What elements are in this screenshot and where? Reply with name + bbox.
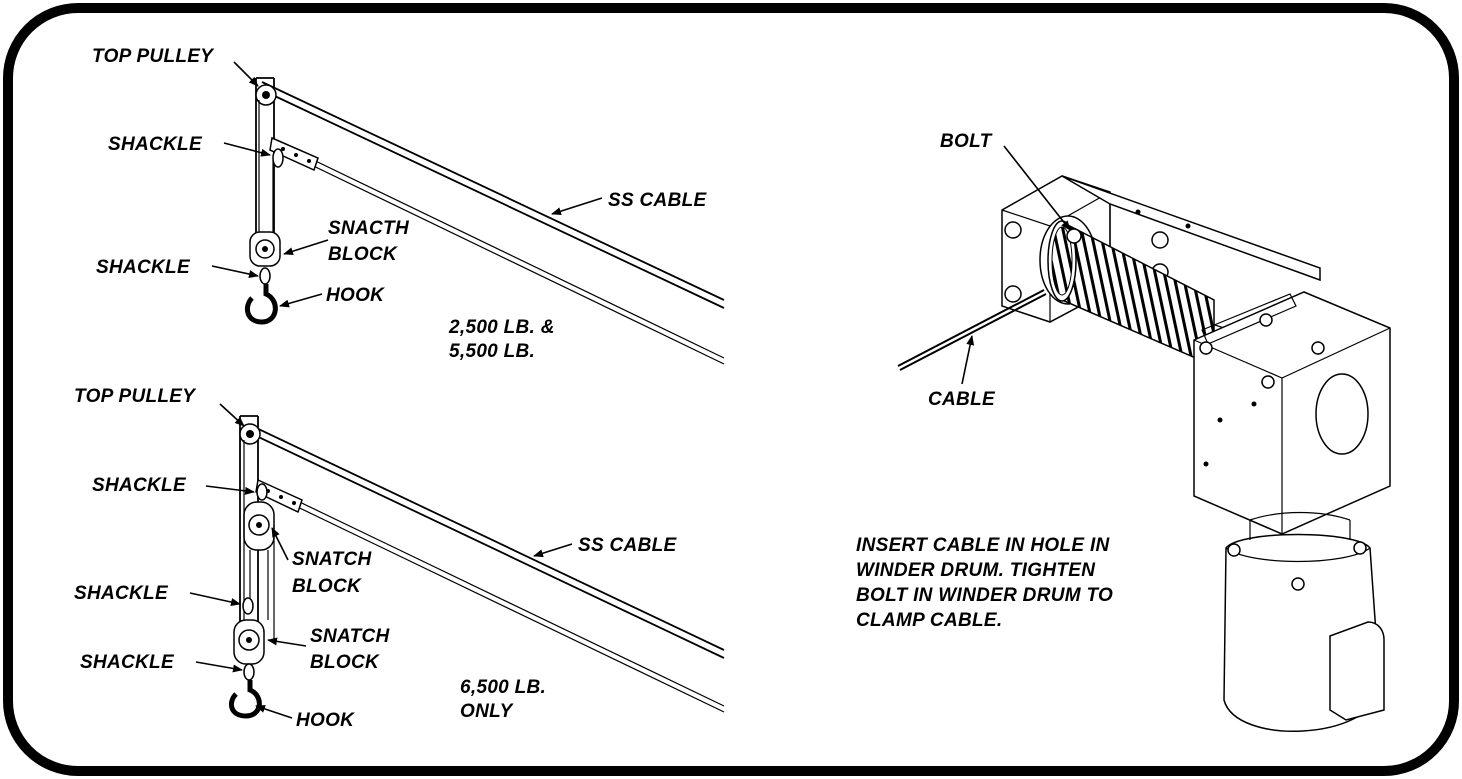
bottom-brace-plate (255, 478, 303, 514)
bottom-jib-diagram: TOP PULLEY SHACKLE SNATCH BLOCK SHACKLE … (74, 386, 725, 731)
instruction-text: INSERT CABLE IN HOLE IN (856, 535, 1111, 556)
bolt-head (1004, 221, 1022, 239)
instruction-text: CLAMP CABLE. (856, 610, 1002, 631)
winder-top-rail (1061, 175, 1321, 282)
ss-cable-label: SS CABLE (608, 190, 707, 211)
instruction-text: BOLT IN WINDER DRUM TO (856, 585, 1113, 606)
top-shackle-2 (259, 267, 271, 285)
bottom-boom (247, 423, 725, 659)
bottom-shackle-2 (242, 597, 254, 615)
top-boom (261, 81, 725, 309)
top-brace-plate (269, 136, 319, 172)
hook-label: HOOK (326, 285, 385, 306)
instruction-text: WINDER DRUM. TIGHTEN (856, 560, 1096, 581)
snatch-block-label: BLOCK (328, 244, 398, 265)
snatch-block-label: BLOCK (292, 576, 362, 597)
bottom-hook (228, 680, 262, 719)
bolt-label: BOLT (940, 131, 993, 152)
hook-label: HOOK (296, 710, 355, 731)
winder-cable (897, 289, 1047, 371)
top-pulley-label: TOP PULLEY (74, 386, 197, 407)
shackle-label: SHACKLE (74, 583, 169, 604)
top-boom-lower (271, 139, 725, 365)
winder-diagram: BOLT CABLE INSERT CABLE IN HOLE IN WINDE… (856, 131, 1391, 732)
motor-junction-box (1329, 621, 1385, 721)
shackle-label: SHACKLE (92, 475, 187, 496)
shackle-label: SHACKLE (108, 134, 203, 155)
capacity-label: 6,500 LB. (460, 677, 546, 698)
snatch-block-label: BLOCK (310, 652, 380, 673)
bottom-shackle-3 (243, 663, 255, 681)
capacity-label: 2,500 LB. & (448, 317, 555, 338)
top-pulley-label: TOP PULLEY (92, 46, 215, 67)
capacity-label: 5,500 LB. (449, 341, 535, 362)
shackle-label: SHACKLE (80, 652, 175, 673)
snatch-block-label: SNATCH (292, 549, 373, 570)
top-mast (255, 77, 275, 260)
ss-cable-label: SS CABLE (578, 535, 677, 556)
gearbox-port (1315, 373, 1369, 455)
top-jib-diagram: TOP PULLEY SHACKLE SNACTH BLOCK SHACKLE … (92, 46, 725, 365)
shackle-label: SHACKLE (96, 257, 191, 278)
snatch-block-label: SNACTH (328, 218, 410, 239)
cable-label: CABLE (928, 389, 996, 410)
top-hook (244, 284, 278, 325)
capacity-label: ONLY (460, 701, 515, 722)
snatch-block-label: SNATCH (310, 626, 391, 647)
drum-bolt (1066, 228, 1082, 244)
bottom-shackle-1 (256, 483, 268, 501)
top-shackle-1 (272, 148, 284, 168)
bottom-boom-lower (257, 481, 725, 713)
winder-gearbox (1193, 291, 1391, 535)
